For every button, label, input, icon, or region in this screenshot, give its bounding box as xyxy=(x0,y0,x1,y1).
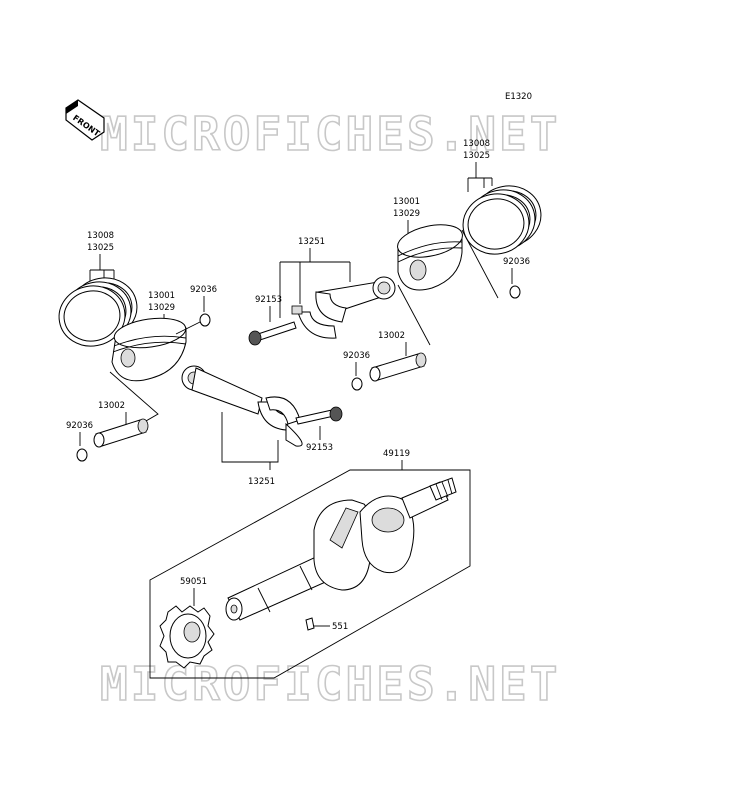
label-key: 551 xyxy=(332,622,348,632)
piston-rings-left xyxy=(58,254,138,347)
crankshaft-group-box xyxy=(149,469,471,679)
label-piston-left-a: 13001 xyxy=(148,291,175,301)
woodruff-key xyxy=(305,617,315,631)
piston-right xyxy=(397,224,463,291)
label-piston-right-b: 13029 xyxy=(393,209,420,219)
circlip-top-left xyxy=(199,313,211,327)
connecting-rod-top xyxy=(291,276,396,339)
connecting-rod-bottom xyxy=(181,365,303,447)
label-clip-top-left: 92036 xyxy=(190,285,217,295)
label-ring-left-a: 13008 xyxy=(87,231,114,241)
piston-pin-right xyxy=(369,352,427,382)
circlip-mid xyxy=(351,377,363,391)
label-gear: 59051 xyxy=(180,577,207,587)
watermark-top: MICROFICHES.NET xyxy=(100,107,560,161)
diagram-code: E1320 xyxy=(505,92,532,102)
label-piston-left-b: 13029 xyxy=(148,303,175,313)
piston-pin-left xyxy=(93,418,149,448)
rod-bolt-bottom xyxy=(295,406,343,425)
label-crankshaft: 49119 xyxy=(383,449,410,459)
front-arrow-icon: FRONT xyxy=(65,99,105,141)
crankshaft xyxy=(225,477,457,621)
label-pin-left: 13002 xyxy=(98,401,125,411)
circlip-right xyxy=(509,285,521,299)
label-clip-right: 92036 xyxy=(503,257,530,267)
label-ring-right-b: 13025 xyxy=(463,151,490,161)
label-rod-top: 13251 xyxy=(298,237,325,247)
circlip-left xyxy=(76,448,88,462)
label-pin-right: 13002 xyxy=(378,331,405,341)
crank-gear xyxy=(159,605,215,669)
label-ring-right-a: 13008 xyxy=(463,139,490,149)
watermark-bottom: MICROFICHES.NET xyxy=(100,657,560,711)
label-bolt-bottom: 92153 xyxy=(306,443,333,453)
rod-bolt-top xyxy=(248,321,297,346)
label-clip-mid: 92036 xyxy=(343,351,370,361)
label-piston-right-a: 13001 xyxy=(393,197,420,207)
label-ring-left-b: 13025 xyxy=(87,243,114,253)
label-rod-bottom: 13251 xyxy=(248,477,275,487)
label-bolt-top: 92153 xyxy=(255,295,282,305)
piston-left xyxy=(111,317,187,382)
label-clip-left: 92036 xyxy=(66,421,93,431)
piston-rings-right xyxy=(462,162,542,255)
